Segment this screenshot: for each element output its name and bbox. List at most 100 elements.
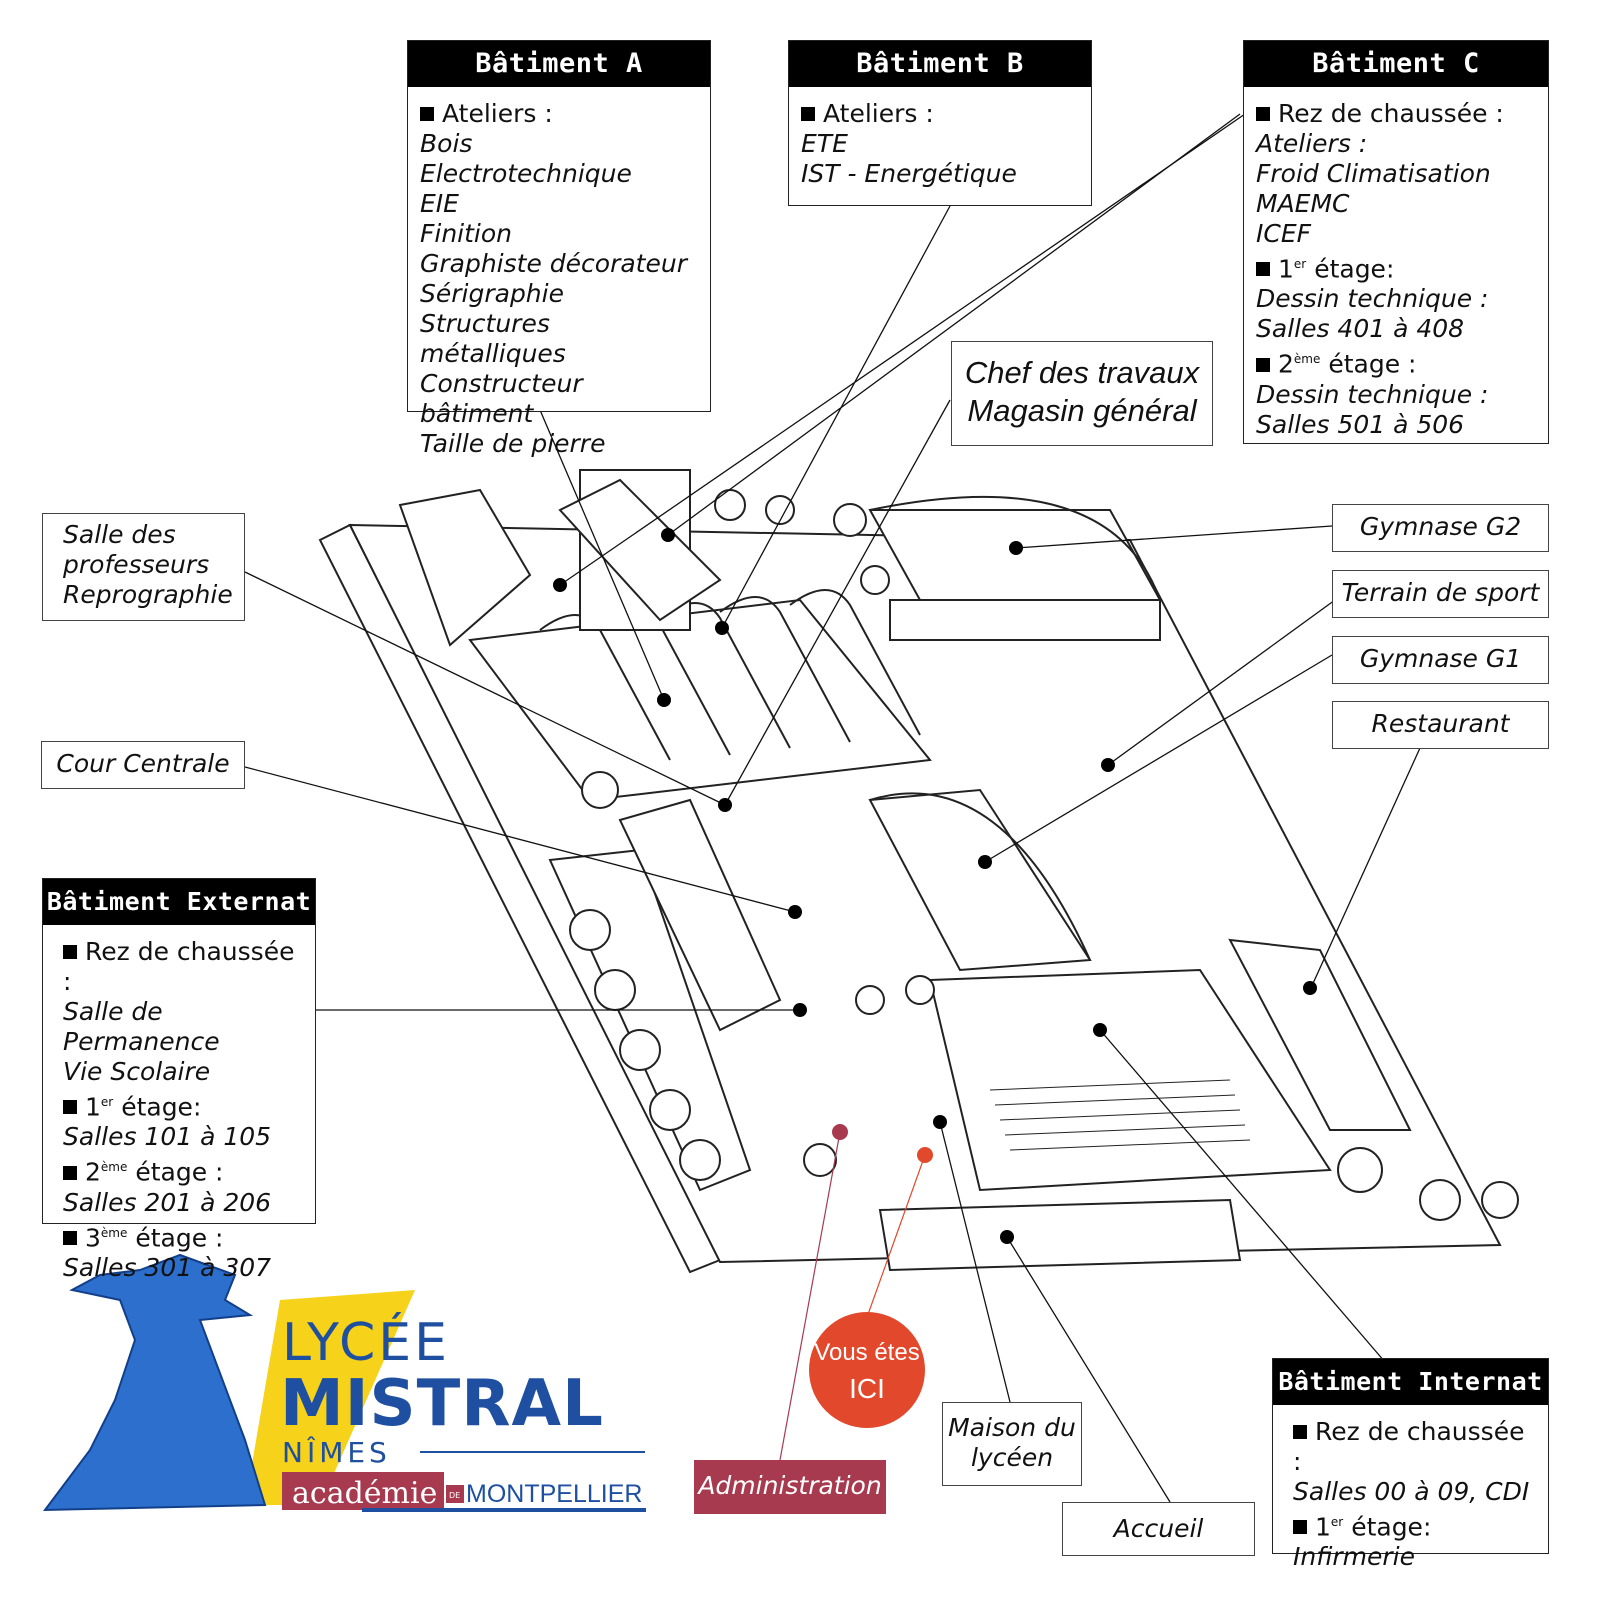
building-c-title: Bâtiment C [1244,41,1548,87]
you-are-here-bubble [809,1312,925,1428]
bullet-icon [63,945,77,959]
floor-number: 1 [85,1092,101,1122]
location-dots [553,528,1317,1244]
floor-label: étage: [121,1092,202,1122]
workshop-item: Froid Climatisation [1256,159,1491,188]
bullet-icon [63,1230,77,1245]
administration-marker [832,1124,848,1140]
bullet-icon [63,1165,77,1180]
logo-montpellier: MONTPELLIER [466,1480,642,1508]
bullet-icon [801,107,815,121]
building-internat-title: Bâtiment Internat [1273,1359,1548,1405]
floor-label: étage: [1314,254,1395,284]
workshop-item: ETE [801,129,848,158]
workshop-item: Graphiste décorateur [420,249,687,278]
bullet-icon [1293,1425,1307,1439]
building-b-title: Bâtiment B [789,41,1091,87]
internat-rdc: Rez de chaussée : [1293,1417,1525,1476]
floor-number: 3 [85,1222,101,1252]
floor-label: étage : [135,1222,224,1252]
workshop-item: Electrotechnique [420,159,632,188]
floor-label: étage : [135,1157,224,1187]
workshop-item: Structures métalliques [420,309,566,368]
you-are-here-line1: Vous étes [814,1339,919,1366]
building-a-card: Bâtiment A Ateliers : Bois Electrotechni… [407,40,711,458]
accueil-label: Accueil [1062,1502,1255,1556]
chef-line2: Magasin général [967,393,1197,428]
chef-travaux-label: Chef des travaux Magasin général [951,341,1213,446]
floor-rooms: Salles 101 à 105 [63,1122,272,1152]
salle-prof-line1: Salle des [63,520,176,549]
building-a-heading: Ateliers : [442,99,553,128]
building-externat-title: Bâtiment Externat [43,879,315,925]
maison-line1: Maison du [948,1413,1076,1442]
floor-desc: Dessin technique : [1256,284,1489,314]
salle-professeurs-label: Salle des professeurs Reprographie [42,513,245,621]
logo-line2: MISTRAL [280,1367,604,1441]
externat-rdc-item: Salle de Permanence [63,997,220,1056]
floor-suffix: er [100,1095,114,1109]
building-b-card: Bâtiment B Ateliers : ETE IST - Energéti… [788,40,1092,206]
workshop-item: Taille de pierre [420,429,606,458]
workshop-item: Bois [420,129,473,158]
floor-number: 1 [1278,254,1294,284]
floor-rooms: Salles 301 à 307 [63,1252,272,1282]
floor-suffix: ème [100,1225,128,1240]
building-internat-card: Bâtiment Internat Rez de chaussée : Sall… [1272,1358,1549,1571]
floor-rooms: Salles 401 à 408 [1256,314,1465,344]
floor-label: étage : [1328,349,1417,379]
administration-label: Administration [694,1460,886,1514]
maison-line2: lycéen [970,1443,1054,1472]
bullet-icon [1256,262,1270,277]
mistral-silhouette-icon [42,1253,267,1512]
terrain-sport-label: Terrain de sport [1332,570,1549,618]
chef-line1: Chef des travaux [964,355,1200,390]
workshop-item: Finition [420,219,513,248]
salle-prof-line3: Reprographie [63,580,233,609]
building-a-title: Bâtiment A [408,41,710,87]
building-b-heading: Ateliers : [823,99,934,128]
logo-academie: académie [292,1476,437,1511]
maison-lyceen-label: Maison du lycéen [942,1402,1082,1486]
lycee-mistral-logo: LYCÉE MISTRAL NÎMES académie DE MONTPELL… [42,1253,646,1512]
bullet-icon [1293,1520,1307,1535]
floor-desc: Dessin technique : [1256,379,1489,409]
floor-suffix: er [1330,1515,1344,1529]
workshop-item: Sérigraphie [420,279,564,308]
floor-label: étage: [1351,1512,1432,1542]
floor-suffix: ème [1293,352,1321,367]
workshop-item: Constructeur bâtiment [420,369,583,428]
floor-rooms: Salles 201 à 206 [63,1187,272,1217]
floor-rooms: Salles 501 à 506 [1256,409,1465,439]
you-are-here-marker [917,1147,933,1163]
externat-rdc-item: Vie Scolaire [63,1057,211,1086]
building-c-ateliers: Ateliers : [1256,129,1368,158]
leader-lines [244,113,1421,1503]
cour-centrale-label: Cour Centrale [41,741,245,789]
gymnase-g2-label: Gymnase G2 [1332,504,1549,552]
building-c-rdc: Rez de chaussée : [1278,99,1504,128]
internat-floor1-item: Infirmerie [1293,1542,1415,1572]
workshop-item: ICEF [1256,219,1312,248]
building-externat-card: Bâtiment Externat Rez de chaussée : Sall… [42,878,316,1282]
externat-rdc: Rez de chaussée : [63,937,295,996]
floor-suffix: er [1293,257,1307,271]
campus-drawing [318,469,1519,1274]
workshop-item: IST - Energétique [801,159,1017,188]
internat-rdc-items: Salles 00 à 09, CDI [1293,1477,1530,1506]
building-c-card: Bâtiment C Rez de chaussée : Ateliers : … [1243,40,1549,444]
bullet-icon [420,107,434,121]
bullet-icon [1256,357,1270,372]
workshop-item: EIE [420,189,459,218]
workshop-item: MAEMC [1256,189,1350,218]
floor-suffix: ème [100,1160,128,1175]
logo-de: DE [449,1491,460,1500]
salle-prof-line2: professeurs [63,550,210,579]
floor-number: 2 [1278,349,1294,379]
bullet-icon [63,1100,77,1115]
logo-line1: LYCÉE [282,1312,450,1373]
you-are-here-line2: ICI [849,1373,885,1404]
logo-line3: NÎMES [282,1435,391,1469]
restaurant-label: Restaurant [1332,701,1549,749]
